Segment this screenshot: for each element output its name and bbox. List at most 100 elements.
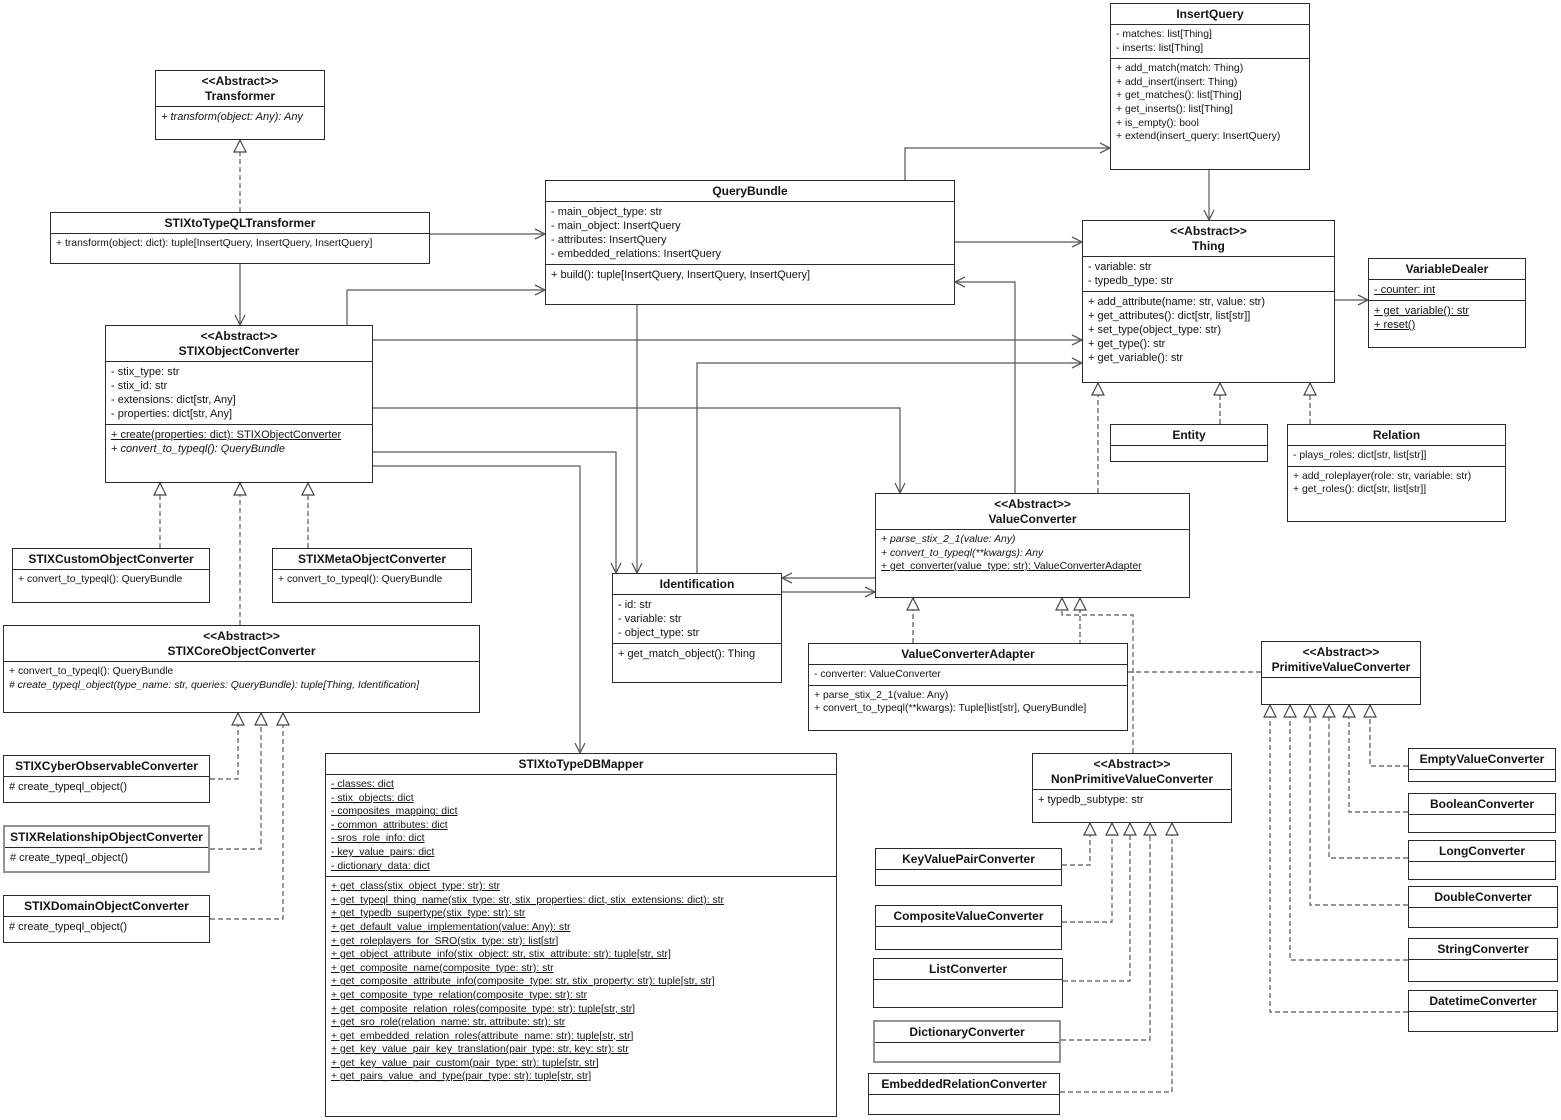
class-stereotype: <<Abstract>> [201,74,279,88]
class-compartment-value_converter-0: + parse_stix_2_1(value: Any)+ convert_to… [876,529,1189,597]
generalization-key_value_pair_converter-to-non_primitive_value_converter [1062,821,1097,866]
class-box-string_converter: StringConverter [1408,938,1558,982]
class-compartment-stix_meta_object_converter-0: + convert_to_typeql(): QueryBundle [273,569,471,602]
class-box-stix_domain_object_converter: STIXDomainObjectConverter # create_typeql… [3,895,210,943]
generalization-list_converter-to-non_primitive_value_converter [1063,821,1137,982]
class-name: Transformer [204,89,276,103]
class-title-entity: Entity [1111,425,1267,445]
class-box-stix_cyber_observable_converter: STIXCyberObservableConverter# create_typ… [3,755,210,803]
class-compartment-boolean_converter-0 [1409,814,1555,832]
class-name: DoubleConverter [1434,890,1532,904]
class-compartment-entity-0 [1111,445,1267,461]
class-compartment-stix_core_object_converter-0: + convert_to_typeql(): QueryBundle# crea… [4,661,479,712]
class-member: + convert_to_typeql(): QueryBundle [111,443,285,455]
class-member: + get_sro_role(relation_name: str, attri… [331,1017,566,1029]
generalization-dictionary_converter-to-non_primitive_value_converter [1061,821,1157,1041]
class-name: STIXDomainObjectConverter [24,899,189,913]
class-box-insert_query: InsertQuery- matches: list[Thing]- inser… [1110,3,1310,170]
class-compartment-embedded_relation_converter-0 [869,1094,1059,1114]
class-member: - main_object_type: str [551,206,663,218]
class-member: + get_inserts(): list[Thing] [1116,103,1233,115]
class-member: + add_match(match: Thing) [1116,63,1244,75]
generalization-empty_value_converter-to-primitive_value_converter [1363,703,1408,767]
class-title-double_converter: DoubleConverter [1409,887,1557,907]
class-stereotype: <<Abstract>> [994,497,1071,511]
association-identification-to-thing [696,357,1084,573]
class-name: KeyValuePairConverter [902,852,1035,866]
class-member: + get_key_value_pair_key_translation(pai… [331,1044,629,1056]
class-member: # create_typeql_object() [9,781,128,793]
class-compartment-insert_query-0: - matches: list[Thing]- inserts: list[Th… [1111,24,1309,58]
class-member: + get_composite_relation_roles(composite… [331,1003,636,1015]
class-compartment-stix_relationship_object_converter-0: # create_typeql_object() [5,847,208,871]
class-compartment-value_converter_adapter-1: + parse_stix_2_1(value: Any)+ convert_to… [809,684,1127,730]
class-name: ValueConverter [988,512,1077,526]
class-box-value_converter_adapter: ValueConverterAdapter - converter: ValueC… [808,643,1128,731]
class-box-stix_object_converter: <<Abstract>>STIXObjectConverter- stix_ty… [105,325,373,483]
class-box-embedded_relation_converter: EmbeddedRelationConverter [868,1073,1060,1115]
class-box-stix_meta_object_converter: STIXMetaObjectConverter+ convert_to_type… [272,548,472,603]
class-title-boolean_converter: BooleanConverter [1409,794,1555,814]
class-box-long_converter: LongConverter [1408,840,1556,880]
class-stereotype: <<Abstract>> [1093,757,1171,771]
class-member: # create_typeql_object() [9,921,128,933]
class-title-value_converter_adapter: ValueConverterAdapter [809,644,1127,664]
class-compartment-stix_to_typedb_mapper-0: - classes: dict- stix_objects: dict- com… [326,774,836,876]
class-stereotype: <<Abstract>> [203,629,280,643]
class-name: QueryBundle [712,184,788,198]
class-compartment-relation-1: + add_roleplayer(role: str, variable: st… [1288,465,1505,521]
association-stix_object_converter-to-stix_to_typedb_mapper [373,465,586,755]
class-name: EmptyValueConverter [1419,752,1545,766]
class-compartment-stix_to_typedb_mapper-1: + get_class(stix_object_type: str): str +… [326,876,836,1116]
class-member: - stix_objects: dict [331,792,414,804]
class-name: CompositeValueConverter [893,909,1044,923]
class-name: EmbeddedRelationConverter [881,1077,1047,1091]
class-compartment-value_converter_adapter-0: - converter: ValueConverter [809,664,1127,685]
generalization-non_primitive_value_converter-to-value_converter [1055,596,1134,753]
class-box-stix_to_typedb_mapper: STIXtoTypeDBMapper- classes: dict- stix_… [325,753,837,1117]
class-compartment-double_converter-0 [1409,907,1557,927]
class-member: - converter: ValueConverter [814,669,941,680]
class-title-dictionary_converter: DictionaryConverter [875,1022,1059,1042]
class-name: VariableDealer [1405,262,1489,276]
class-member: - classes: dict [331,779,394,790]
class-member: + extend(insert_query: InsertQuery) [1116,131,1281,143]
class-member: + parse_stix_2_1(value: Any) [881,534,1016,545]
class-title-variable_dealer: VariableDealer [1369,259,1525,279]
class-compartment-variable_dealer-1: + get_variable(): str+ reset() [1369,300,1525,347]
class-member: - plays_roles: dict[str, list[str]] [1293,450,1427,461]
association-stix_object_converter-to-value_converter [373,407,906,495]
class-title-stix_object_converter: <<Abstract>>STIXObjectConverter [106,326,372,361]
class-member: + get_pairs_value_and_type(pair_type: st… [331,1071,592,1083]
class-stereotype: <<Abstract>> [1302,645,1380,659]
class-member: - main_object: InsertQuery [551,220,681,232]
class-title-primitive_value_converter: <<Abstract>>PrimitiveValueConverter [1262,642,1420,677]
class-member: + get_embedded_relation_roles(attribute_… [331,1030,634,1042]
class-member: + get_class(stix_object_type: str): str [331,881,500,893]
class-name: STIXtoTypeQLTransformer [164,216,316,230]
class-compartment-stix_custom_object_converter-0: + convert_to_typeql(): QueryBundle [13,569,209,602]
class-compartment-query_bundle-1: + build(): tuple[InsertQuery, InsertQuer… [546,264,954,304]
class-box-stix_custom_object_converter: STIXCustomObjectConverter+ convert_to_ty… [12,548,210,603]
association-query_bundle-to-insert_query [904,142,1112,180]
class-compartment-identification-0: - id: str- variable: str- object_type: s… [613,594,781,643]
class-title-list_converter: ListConverter [874,959,1062,979]
generalization-embedded_relation_converter-to-non_primitive_value_converter [1060,821,1179,1093]
class-box-value_converter: <<Abstract>>ValueConverter + parse_stix_2… [875,493,1190,598]
class-member: + parse_stix_2_1(value: Any) [814,689,949,701]
class-title-stix_core_object_converter: <<Abstract>>STIXCoreObjectConverter [4,626,479,661]
class-box-datetime_converter: DatetimeConverter [1408,990,1558,1032]
class-compartment-stix_object_converter-0: - stix_type: str- stix_id: str- extensio… [106,361,372,424]
class-member: - counter: int [1374,284,1436,296]
class-compartment-stix_domain_object_converter-0: # create_typeql_object() [4,916,209,942]
class-title-stix_relationship_object_converter: STIXRelationshipObjectConverter [5,827,208,847]
class-name: LongConverter [1438,844,1525,858]
class-title-non_primitive_value_converter: <<Abstract>>NonPrimitiveValueConverter [1033,754,1231,789]
class-title-empty_value_converter: EmptyValueConverter [1409,749,1555,769]
class-compartment-primitive_value_converter-0 [1262,677,1420,704]
generalization-stix_domain_object_converter-to-stix_core_object_converter [210,711,290,920]
association-stix_object_converter-to-identification [373,451,622,575]
class-box-stix_core_object_converter: <<Abstract>>STIXCoreObjectConverter+ con… [3,625,480,713]
class-stereotype: <<Abstract>> [1170,224,1247,238]
